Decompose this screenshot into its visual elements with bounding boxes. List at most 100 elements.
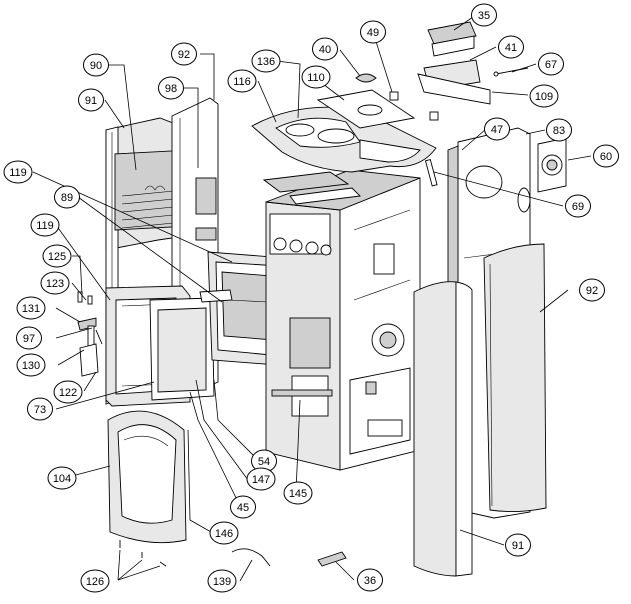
- callout-bubble: [27, 397, 53, 421]
- callout-label: 136: [257, 56, 275, 68]
- callout-bubble: [484, 117, 510, 141]
- callout-c49: 49: [360, 20, 386, 44]
- callout-bubble: [16, 326, 42, 350]
- callout-bubble: [30, 213, 60, 237]
- callout-bubble: [565, 194, 591, 218]
- callout-bubble: [53, 380, 83, 404]
- callout-c47: 47: [484, 117, 510, 141]
- callout-bubble: [54, 185, 80, 209]
- callout-c146: 146: [209, 521, 239, 545]
- callout-bubble: [158, 76, 184, 100]
- callout-c91b: 91: [505, 533, 531, 557]
- callout-bubble: [83, 53, 109, 77]
- callout-bubble: [207, 569, 237, 593]
- callout-c119b: 119: [30, 213, 60, 237]
- callout-label: 145: [289, 488, 307, 500]
- callout-c104: 104: [47, 466, 77, 490]
- callout-bubble: [209, 521, 239, 545]
- right-curved-panels: [413, 243, 547, 577]
- callout-label: 130: [22, 360, 40, 372]
- callout-c123: 123: [40, 271, 70, 295]
- callout-c126: 126: [80, 569, 110, 593]
- callout-bubble: [357, 568, 383, 592]
- left-small-hardware: [77, 291, 103, 377]
- callout-label: 119: [36, 220, 54, 232]
- callout-label: 92: [178, 49, 190, 61]
- callout-c109: 109: [529, 84, 559, 108]
- callout-bubble: [80, 569, 110, 593]
- callout-bubble: [498, 35, 524, 59]
- callout-bubble: [40, 271, 70, 295]
- callout-label: 40: [319, 44, 331, 56]
- callout-c119a: 119: [3, 160, 33, 184]
- callout-c131: 131: [16, 296, 46, 320]
- callout-c92b: 92: [579, 278, 605, 302]
- callout-label: 122: [59, 387, 77, 399]
- hopper-lid-parts: [417, 21, 529, 105]
- callout-label: 146: [215, 528, 233, 540]
- callout-bubble: [251, 49, 281, 73]
- callout-label: 119: [9, 167, 27, 179]
- gasket-plate: [537, 137, 567, 193]
- callout-label: 36: [364, 575, 376, 587]
- callout-bubble: [230, 495, 256, 519]
- callout-label: 92: [586, 285, 598, 297]
- callout-bubble: [3, 160, 33, 184]
- callout-label: 131: [22, 303, 40, 315]
- callout-label: 67: [545, 59, 557, 71]
- callout-bubble: [505, 533, 531, 557]
- callout-label: 147: [252, 474, 270, 486]
- callout-c90: 90: [83, 53, 109, 77]
- callout-c83: 83: [546, 118, 572, 142]
- callout-label: 45: [237, 502, 249, 514]
- bottom-loose-parts: [119, 540, 347, 567]
- top-cover: [251, 106, 437, 205]
- callout-label: 60: [600, 151, 612, 163]
- callout-label: 83: [553, 125, 565, 137]
- callout-bubble: [47, 466, 77, 490]
- top-small-parts: [355, 73, 439, 121]
- callout-label: 125: [48, 251, 66, 263]
- callout-label: 90: [90, 60, 102, 72]
- callout-label: 54: [258, 456, 270, 468]
- callout-c122: 122: [53, 380, 83, 404]
- callout-bubble: [301, 65, 331, 89]
- front-door-frame: [105, 285, 215, 407]
- callout-bubble: [471, 3, 497, 27]
- callout-c130: 130: [16, 353, 46, 377]
- callout-label: 47: [491, 124, 503, 136]
- callout-c89: 89: [54, 185, 80, 209]
- callout-bubble: [283, 481, 313, 505]
- callout-c36: 36: [357, 568, 383, 592]
- callout-bubble: [246, 467, 276, 491]
- callout-bubble: [360, 20, 386, 44]
- top-plate: [316, 89, 416, 129]
- callout-c60: 60: [593, 144, 619, 168]
- callout-label: 89: [61, 192, 73, 204]
- callout-c67: 67: [538, 52, 564, 76]
- callout-label: 123: [46, 278, 64, 290]
- callout-bubble: [227, 69, 257, 93]
- callout-label: 98: [165, 83, 177, 95]
- lower-front-cover: [107, 410, 187, 544]
- callout-bubble: [312, 37, 338, 61]
- callout-bubble: [171, 42, 197, 66]
- callout-c73: 73: [27, 397, 53, 421]
- callout-bubble: [538, 52, 564, 76]
- callout-bubble: [16, 353, 46, 377]
- callout-label: 110: [307, 72, 325, 84]
- callout-c145: 145: [283, 481, 313, 505]
- callout-bubble: [78, 88, 104, 112]
- callout-c45: 45: [230, 495, 256, 519]
- callout-c91a: 91: [78, 88, 104, 112]
- callout-c92a: 92: [171, 42, 197, 66]
- callout-label: 41: [505, 42, 517, 54]
- callout-c98: 98: [158, 76, 184, 100]
- callout-bubble: [16, 296, 46, 320]
- callout-label: 109: [535, 91, 553, 103]
- callout-c110: 110: [301, 65, 331, 89]
- callout-c116: 116: [227, 69, 257, 93]
